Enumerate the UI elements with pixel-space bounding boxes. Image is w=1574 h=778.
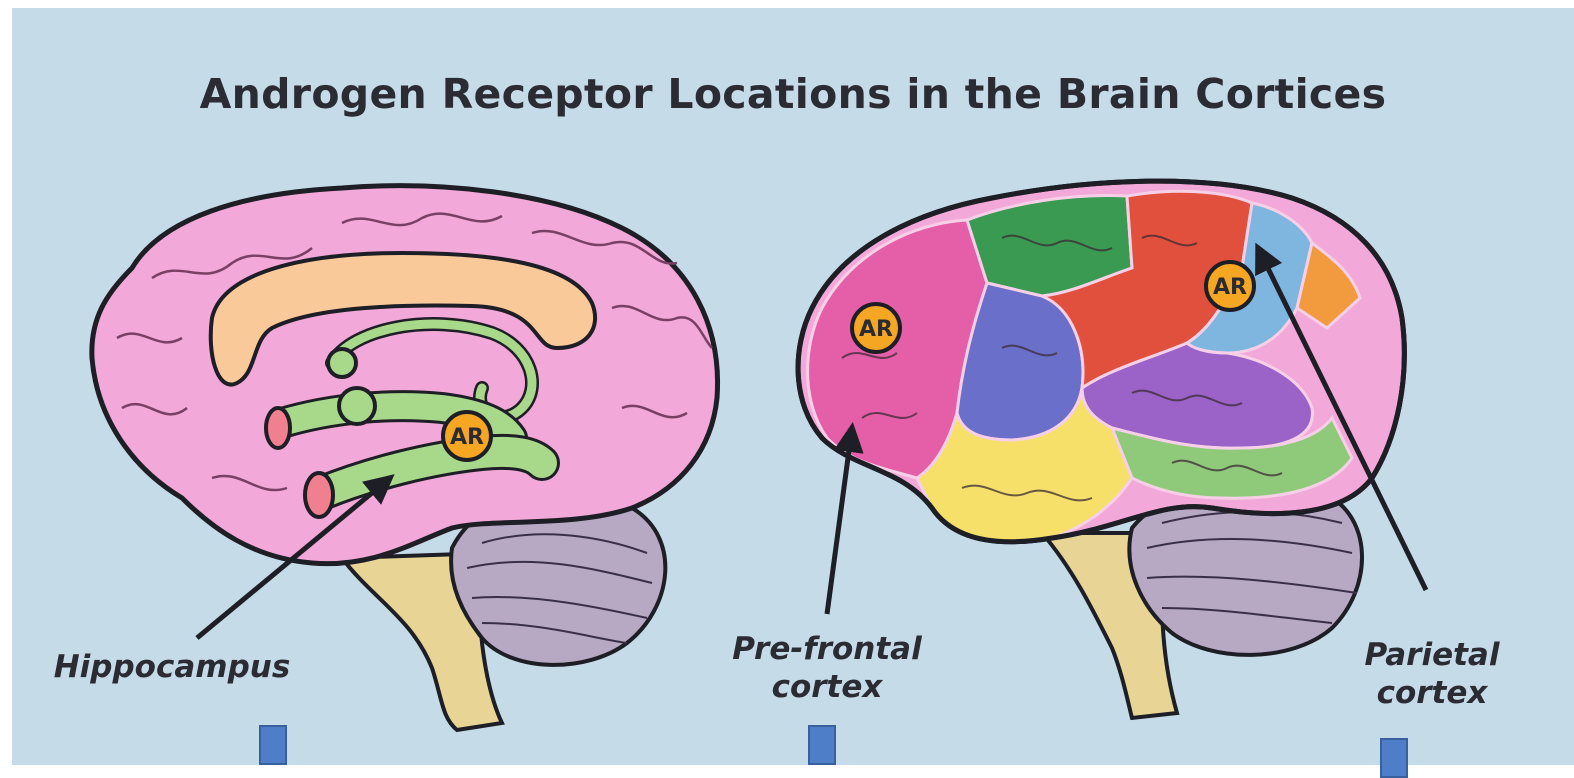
prefrontal-arrow xyxy=(827,428,852,614)
ar-badge-parietal: AR xyxy=(1206,262,1254,310)
ar-badge-text-3: AR xyxy=(1213,275,1247,300)
label-parietal-line1: Parietal xyxy=(1327,636,1537,674)
ar-badge-text-2: AR xyxy=(859,317,893,342)
label-prefrontal: Pre-frontal cortex xyxy=(697,630,957,706)
marker-parietal xyxy=(1380,738,1408,778)
ar-badge-hippocampus: AR xyxy=(443,412,491,460)
label-prefrontal-line1: Pre-frontal xyxy=(697,630,957,668)
label-hippocampus: Hippocampus xyxy=(52,648,292,686)
ar-badge-prefrontal: AR xyxy=(852,304,900,352)
diagram-canvas: Androgen Receptor Locations in the Brain… xyxy=(12,8,1574,765)
label-parietal: Parietal cortex xyxy=(1327,636,1537,712)
label-prefrontal-line2: cortex xyxy=(697,668,957,706)
marker-hippocampus xyxy=(259,725,287,765)
marker-prefrontal xyxy=(808,725,836,765)
label-parietal-line2: cortex xyxy=(1327,674,1537,712)
label-hippocampus-text: Hippocampus xyxy=(54,649,291,685)
ar-badge-text-1: AR xyxy=(450,425,484,450)
